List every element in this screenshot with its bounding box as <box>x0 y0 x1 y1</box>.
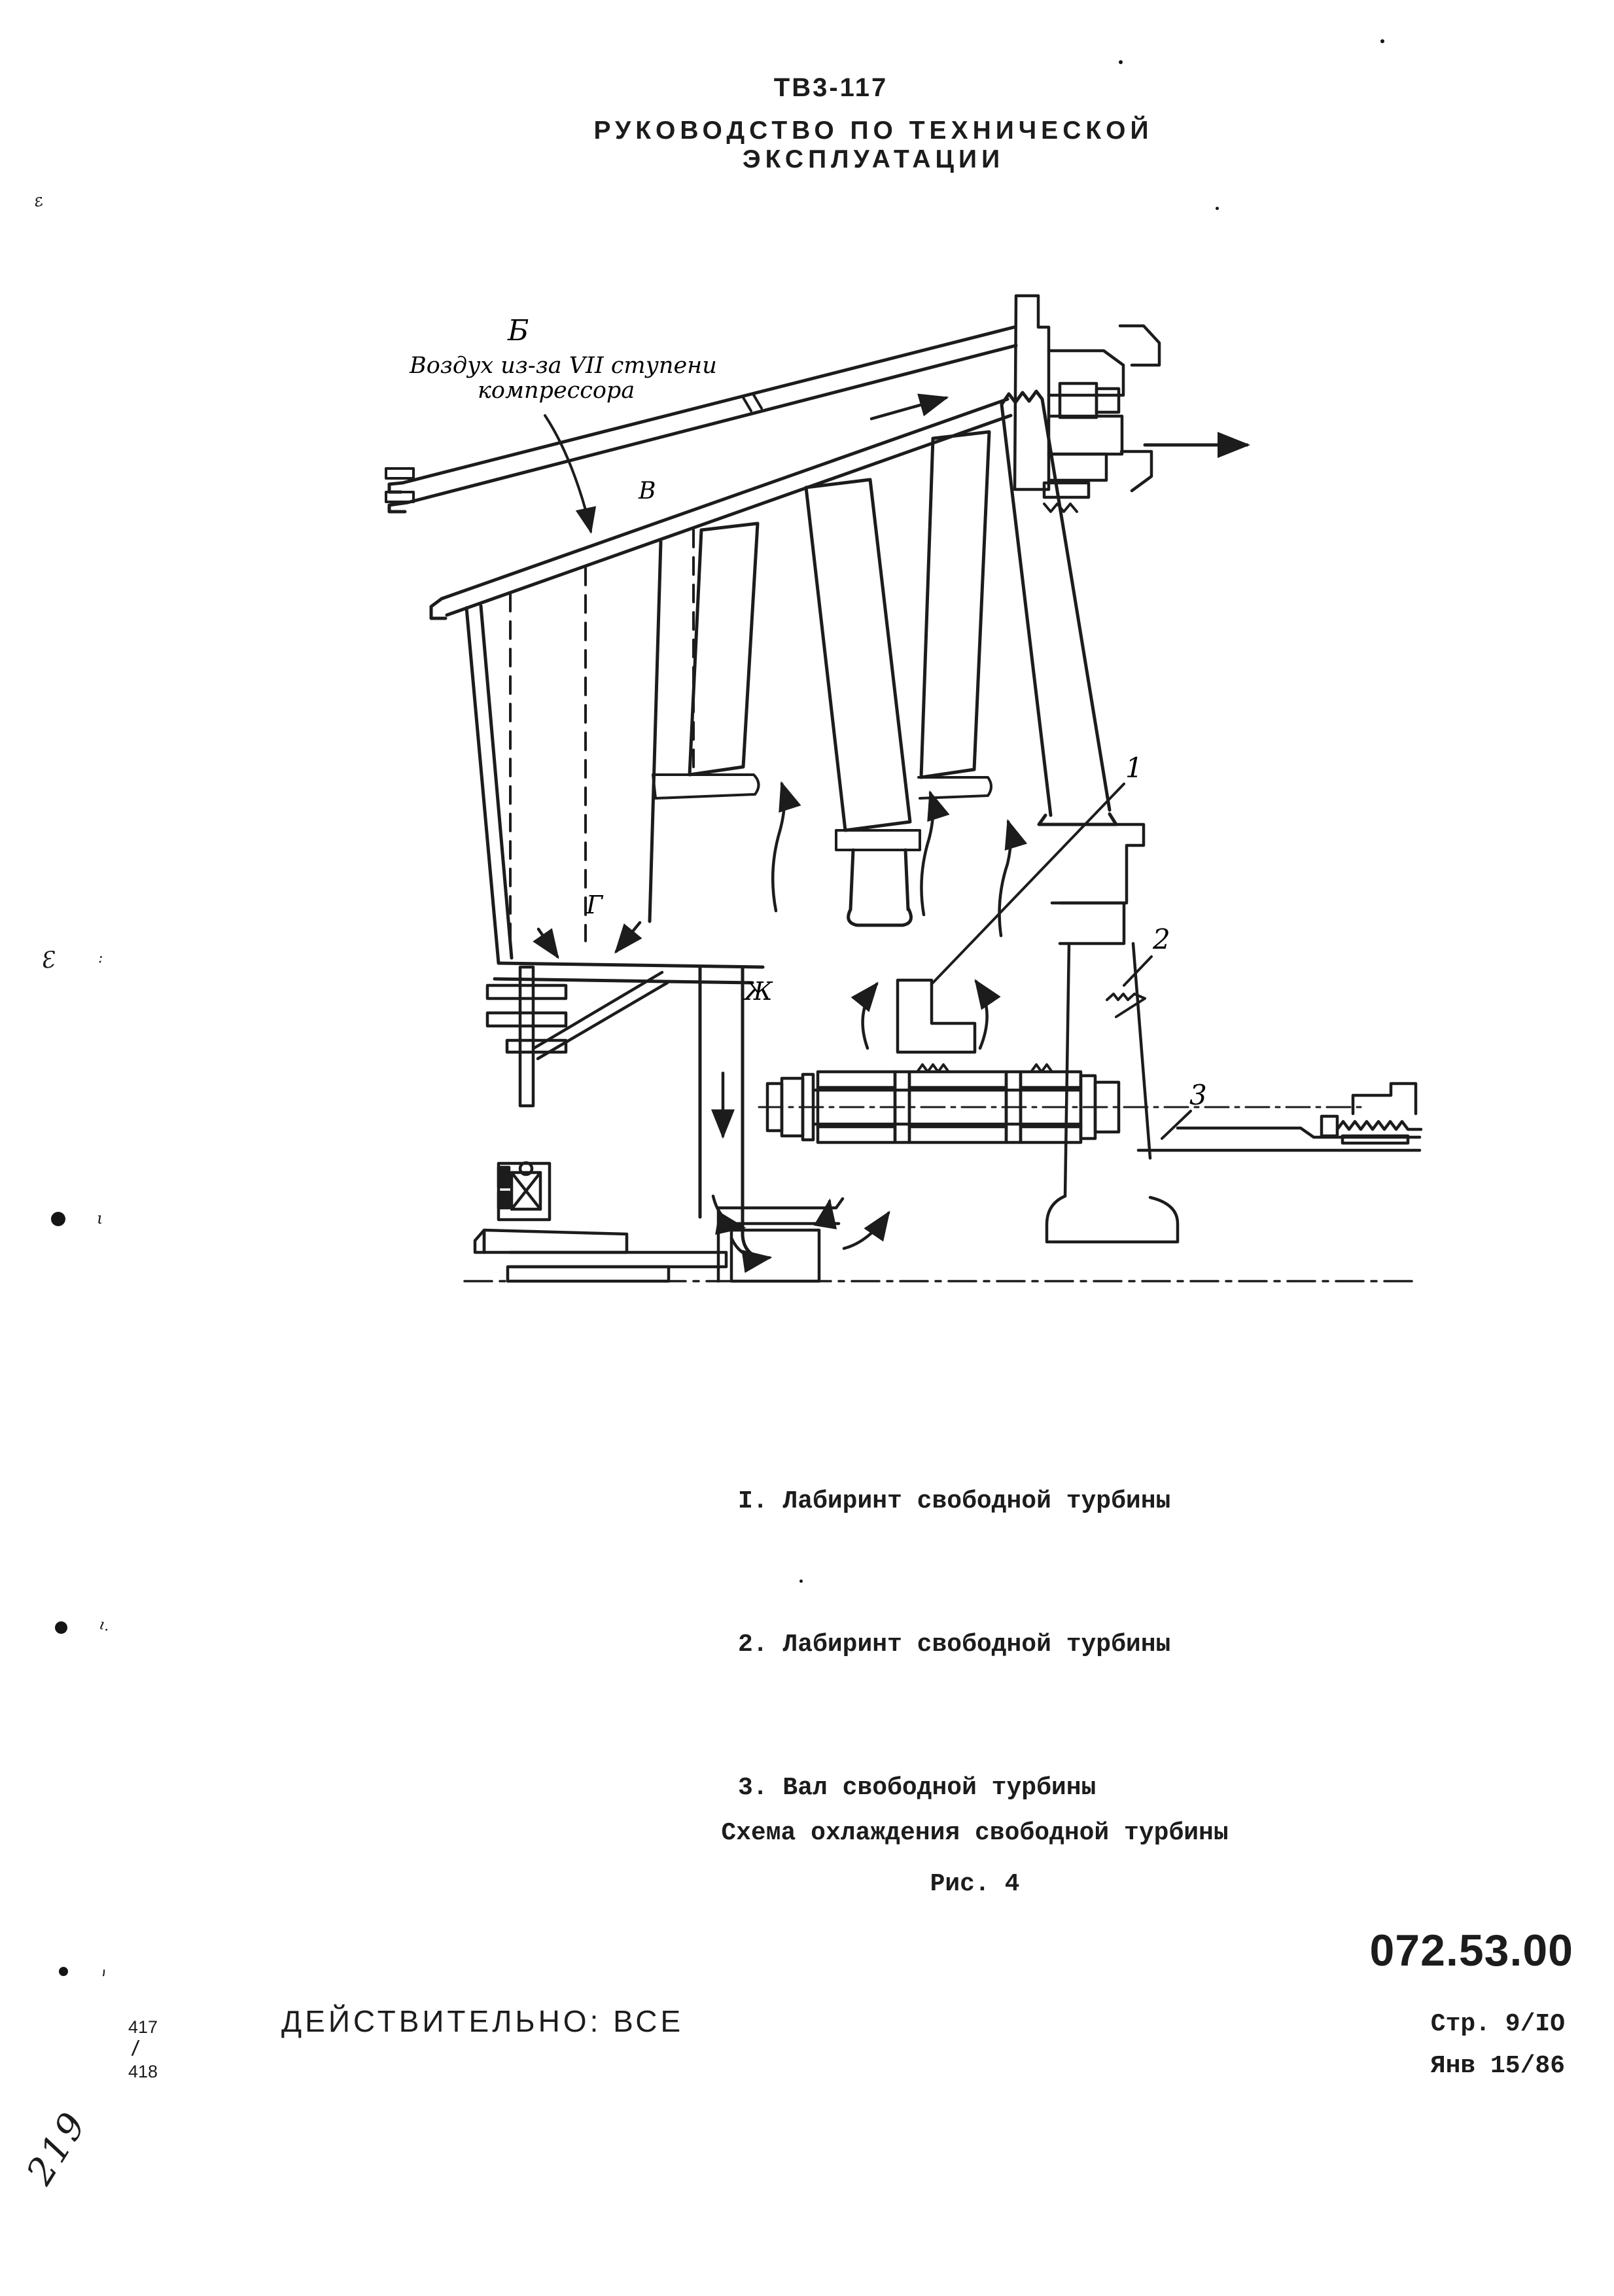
central-strut <box>698 965 765 1261</box>
ink-smudge: ι <box>97 1209 103 1227</box>
hidden-lines <box>509 529 695 945</box>
doc-number: 072.53.00 <box>1369 1926 1573 1975</box>
legend-item: I. Лабиринт свободной турбины <box>738 1477 1170 1525</box>
legend-text: Лабиринт свободной турбины <box>782 1487 1171 1515</box>
turbine-disc <box>1042 822 1180 1244</box>
label-zh: Ж <box>743 977 773 1006</box>
legend-item: 3. Вал свободной турбины <box>738 1764 1170 1812</box>
label-g: Г <box>586 891 604 919</box>
duct-flow-arrow-left <box>533 927 559 959</box>
lower-seal-box <box>716 1197 890 1283</box>
outer-casing <box>385 325 1018 514</box>
ink-dot <box>51 1212 65 1226</box>
page-number: Стр. 9/IO <box>1430 2010 1565 2038</box>
ink-dot <box>799 1580 803 1583</box>
figure-caption: Схема охлаждения свободной турбины <box>721 1819 1229 1847</box>
ink-dot <box>55 1621 67 1634</box>
label-v: В <box>638 478 656 504</box>
sheet-bottom: 418 <box>128 2062 158 2081</box>
ink-dot <box>1216 207 1219 210</box>
cavity-flow-arrow <box>869 393 949 421</box>
callout-leaders <box>930 783 1192 1140</box>
sheet-top: 417 <box>128 2017 158 2037</box>
validity-note: ДЕЙСТВИТЕЛЬНО: ВСЕ <box>281 2004 684 2038</box>
callout-1: 1 <box>1125 752 1143 784</box>
sheet-numbers: 417 / 418 <box>128 2017 158 2083</box>
ink-smudge: Ɛ <box>39 946 56 975</box>
air-note-line1: Воздух из-за VII ступени <box>409 353 717 379</box>
legend-num: 3. <box>738 1774 768 1802</box>
callout-2: 2 <box>1152 923 1170 955</box>
rear-flange-assembly <box>1013 294 1161 513</box>
free-turbine-shaft <box>1136 1082 1423 1152</box>
legend-num: I. <box>738 1487 768 1515</box>
rotor-blade-right <box>1000 389 1118 826</box>
air-note-line2: компрессора <box>478 378 635 404</box>
engine-model: ТВ3-117 <box>773 73 888 102</box>
ink-dot <box>1119 60 1123 64</box>
ink-smudge: ι. <box>97 1616 112 1635</box>
blade-gap-arrows <box>771 781 1028 938</box>
legend-text: Вал свободной турбины <box>782 1774 1096 1802</box>
ink-dot <box>59 1967 68 1976</box>
ink-dot <box>1380 39 1384 43</box>
duct-flow-arrow-right <box>614 921 642 954</box>
ink-smudge: ヽ <box>92 1962 113 1983</box>
legend-text: Лабиринт свободной турбины <box>782 1631 1171 1659</box>
figure-legend: I. Лабиринт свободной турбины 2. Лабирин… <box>738 1382 1170 1907</box>
ink-smudge: : <box>98 950 103 966</box>
label-b: Б <box>507 314 529 347</box>
turbine-cooling-diagram: Б Воздух из-за VII ступени компрессора В… <box>385 294 1423 1283</box>
vane-row <box>652 430 992 927</box>
ink-smudge: ɛ <box>32 190 45 212</box>
air-note-leader-arrow <box>544 414 597 534</box>
inner-shroud <box>429 397 1013 620</box>
labyrinth-pocket <box>851 978 1001 1054</box>
bearing-support <box>473 965 728 1283</box>
legend-num: 2. <box>738 1631 768 1659</box>
handwritten-number: 219 <box>18 2103 96 2193</box>
labyrinth-bolt <box>758 1063 1369 1144</box>
revision-date: Янв 15/86 <box>1430 2052 1565 2080</box>
sheet-divider: / <box>130 2036 141 2062</box>
legend-item: 2. Лабиринт свободной турбины <box>738 1621 1170 1669</box>
figure-number: Рис. 4 <box>930 1870 1020 1898</box>
gas-duct <box>465 540 765 985</box>
page-title: РУКОВОДСТВО ПО ТЕХНИЧЕСКОЙ ЭКСПЛУАТАЦИИ <box>593 116 1153 173</box>
callout-3: 3 <box>1189 1079 1207 1111</box>
